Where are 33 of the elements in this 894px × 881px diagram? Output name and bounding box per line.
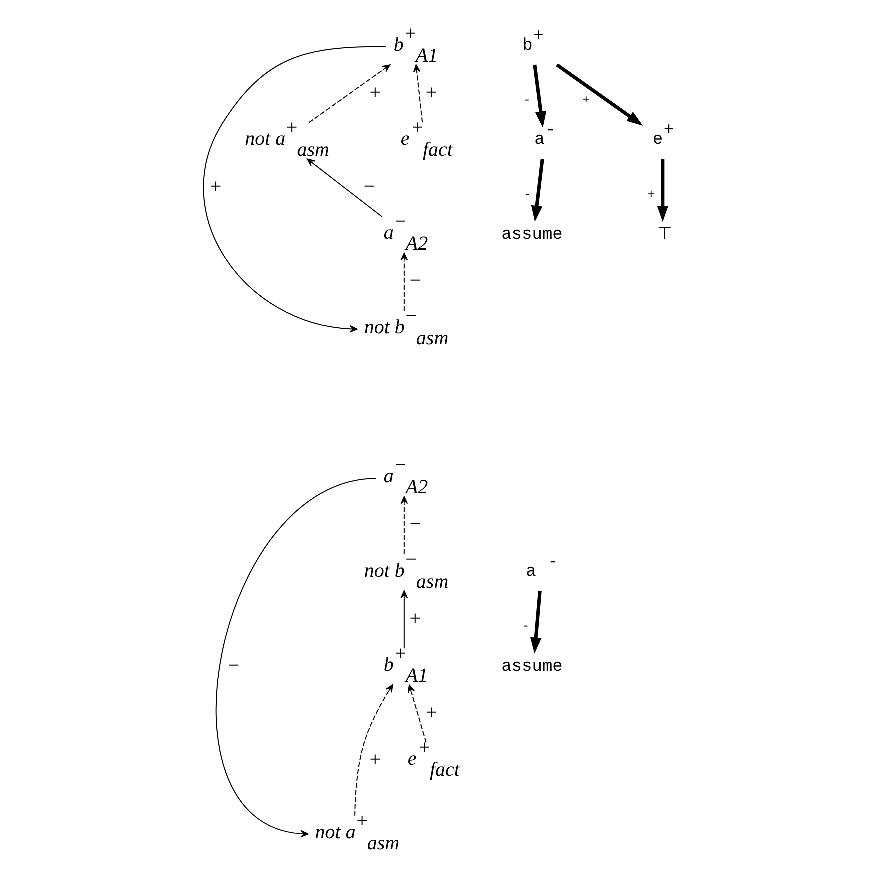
edge-label: − [228, 654, 240, 677]
arrow [530, 590, 542, 654]
arrow [308, 64, 390, 124]
edge-label: + [210, 176, 222, 198]
edge-label: + [409, 608, 421, 630]
edge-label: - [523, 94, 530, 108]
arrow [530, 158, 544, 222]
edge-label: + [647, 188, 654, 202]
edge-label: + [582, 94, 590, 108]
arrow [400, 590, 408, 650]
edge-label: + [425, 82, 437, 104]
arrow [400, 252, 408, 312]
node-text: assume [501, 226, 562, 246]
edge-label: + [369, 82, 381, 104]
node-text: assume [501, 658, 562, 678]
arrow [407, 684, 426, 744]
arrow [656, 159, 668, 222]
node-text: ⊤ [656, 226, 672, 246]
arrow [532, 64, 546, 128]
arrow [202, 46, 386, 333]
edge-label: + [369, 749, 381, 772]
edge-label: − [409, 514, 421, 536]
arrow [412, 64, 423, 124]
arrow [354, 684, 393, 816]
arrow [306, 158, 382, 218]
arrow [216, 478, 376, 838]
edge-label: − [363, 176, 374, 198]
edge-label: - [524, 188, 531, 202]
arrow [400, 496, 408, 555]
edge-label: - [522, 620, 530, 634]
arrow [556, 64, 643, 126]
edge-label: − [409, 270, 421, 292]
edge-label: + [425, 702, 437, 724]
